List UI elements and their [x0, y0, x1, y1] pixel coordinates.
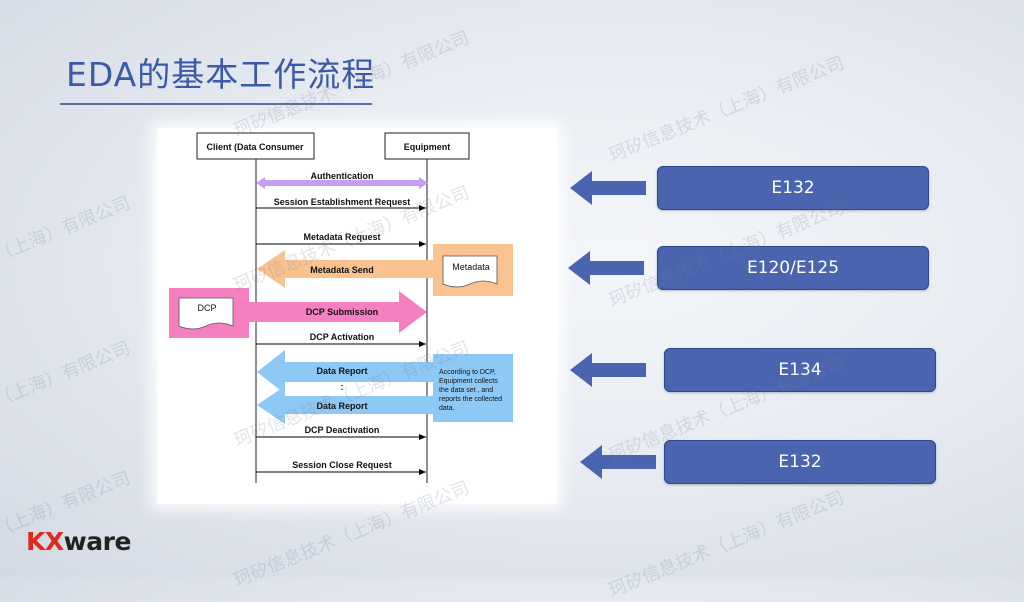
- kxware-logo: KXware: [26, 527, 131, 556]
- watermark-text: （上海）有限公司: [0, 337, 134, 412]
- equipment-lifeline-box: [384, 132, 470, 160]
- note-line-4: reports the collected: [439, 396, 502, 403]
- metadata-send-band: [257, 250, 433, 288]
- watermark-text: 珂矽信息技术（上海）有限公司: [605, 487, 848, 602]
- watermark-text: （上海）有限公司: [0, 192, 134, 267]
- note-line-2: Equipment collects: [439, 378, 498, 385]
- message-session-establishment: Session Establishment Request: [274, 197, 411, 207]
- note-line-5: data.: [439, 405, 455, 412]
- metadata-document-label: Metadata: [452, 262, 490, 272]
- standard-box-e134: E134: [664, 348, 936, 392]
- note-line-1: According to DCP,: [439, 369, 496, 376]
- message-dcp-activation: DCP Activation: [310, 332, 375, 342]
- left-arrow-icon: [570, 353, 646, 387]
- message-data-report-2: Data Report: [316, 401, 367, 411]
- metadata-document-icon: [442, 255, 498, 288]
- authentication-band: [256, 177, 428, 189]
- data-report-band-2: [257, 386, 433, 424]
- dcp-document-label: DCP: [197, 303, 216, 313]
- client-lifeline-box: [196, 132, 315, 160]
- message-dcp-deactivation: DCP Deactivation: [305, 425, 380, 435]
- message-metadata-request: Metadata Request: [303, 232, 380, 242]
- standard-box-e132: E132: [657, 166, 929, 210]
- message-dcp-submission: DCP Submission: [306, 307, 378, 317]
- message-session-close: Session Close Request: [292, 460, 392, 470]
- equipment-lifeline-label: Equipment: [404, 142, 451, 152]
- message-data-report-1: Data Report: [316, 366, 367, 376]
- data-report-band-1: [257, 350, 433, 394]
- data-report-note-panel: [433, 354, 513, 422]
- dcp-submission-band: [249, 291, 427, 333]
- title-underline: [60, 103, 372, 105]
- dcp-document-icon: [178, 297, 234, 330]
- watermark-text: 珂矽信息技术（上海）有限公司: [605, 52, 848, 167]
- sequence-diagram: Client (Data Consumer Equipment Authenti…: [157, 128, 557, 504]
- left-arrow-icon: [570, 171, 646, 205]
- message-metadata-send: Metadata Send: [310, 265, 374, 275]
- client-lifeline-label: Client (Data Consumer: [206, 142, 304, 152]
- page-title: EDA的基本工作流程: [66, 55, 376, 94]
- standard-box-e120-e125: E120/E125: [657, 246, 929, 290]
- message-authentication: Authentication: [311, 171, 374, 181]
- note-line-3: the data set , and: [439, 387, 493, 394]
- standard-box-e132-close: E132: [664, 440, 936, 484]
- left-arrow-icon: [568, 251, 644, 285]
- message-ellipsis: :: [341, 382, 344, 392]
- left-arrow-icon: [580, 445, 656, 479]
